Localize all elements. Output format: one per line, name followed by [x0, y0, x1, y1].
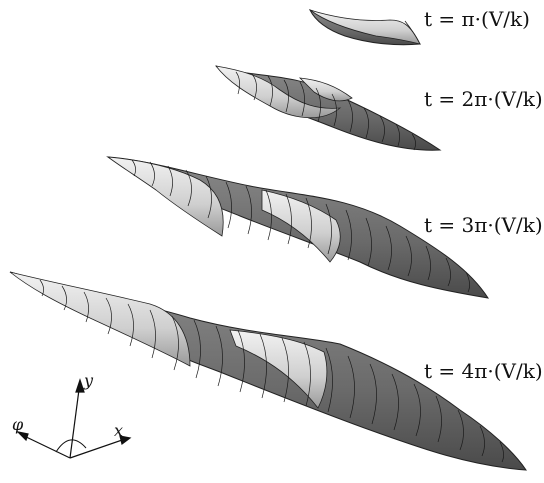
phi-axis [19, 433, 71, 459]
surface-t3 [106, 156, 490, 299]
surface-t2-light-face [215, 65, 342, 119]
surface-t3-light-face-2 [261, 189, 341, 263]
surface-t4-light-face-2 [229, 329, 328, 409]
time-label-4: t = 4π·(V/k) [424, 359, 543, 383]
phi-axis-label: φ [12, 415, 24, 434]
y-axis-label: y [83, 371, 94, 390]
axes-diagram [16, 378, 132, 459]
phi-axis-arrowhead [16, 431, 29, 442]
y-axis-arrowhead [75, 378, 85, 393]
time-label-3: t = 3π·(V/k) [424, 213, 543, 237]
phi-arc-icon [55, 439, 87, 453]
x-axis-arrowhead [119, 435, 132, 446]
time-label-2: t = 2π·(V/k) [424, 87, 543, 111]
surface-t1 [308, 9, 422, 46]
surface-t3-light-face [106, 156, 224, 237]
x-axis-label: x [114, 421, 123, 440]
surface-t4-light-face [9, 271, 191, 367]
surface-t4 [9, 271, 527, 471]
surface-t2 [215, 65, 442, 151]
x-axis [69, 437, 129, 459]
surface-t2-light-face-2 [298, 77, 353, 102]
y-axis [69, 381, 81, 459]
time-label-1: t = π·(V/k) [424, 7, 530, 31]
